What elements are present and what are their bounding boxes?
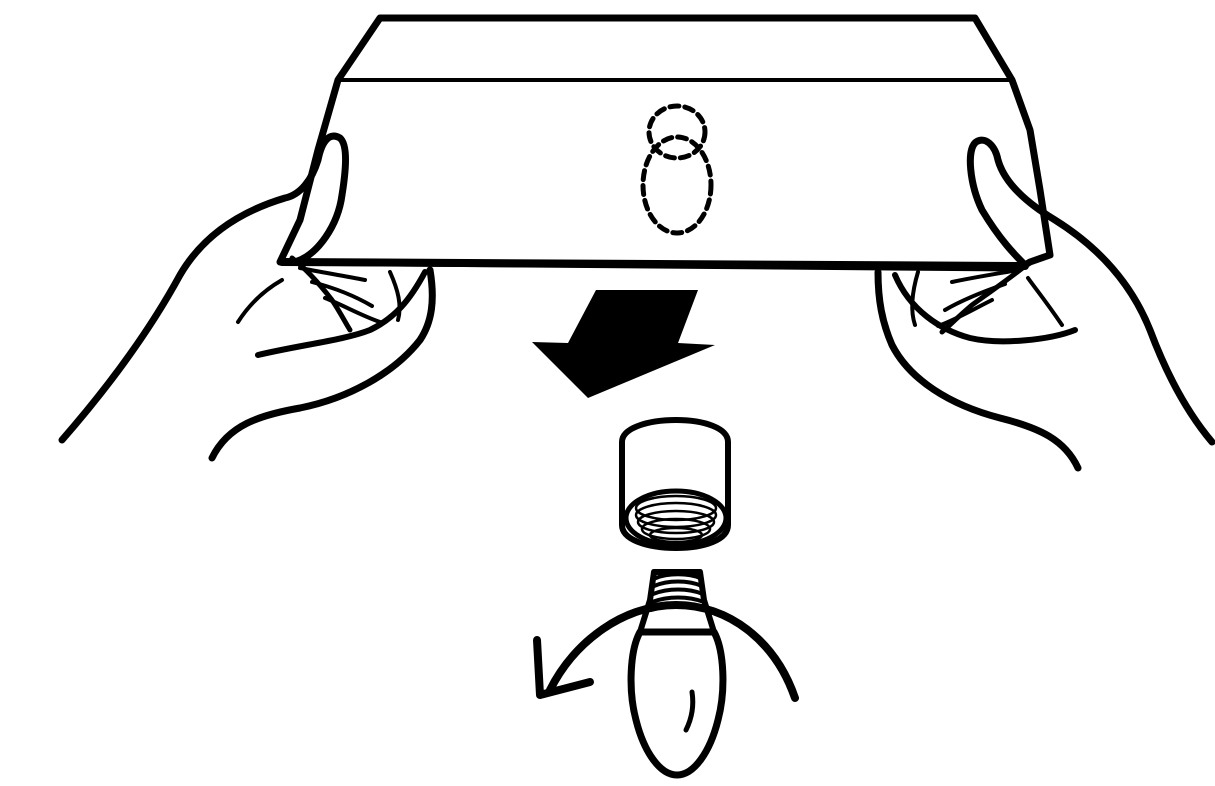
- cover-slot-dashed-icon: [643, 106, 711, 233]
- left-hand-finger-line-3: [325, 298, 380, 322]
- counterclockwise-rotation-arrow-icon: [537, 605, 795, 698]
- right-hand: [878, 140, 1212, 468]
- right-hand-finger-line-4: [912, 272, 918, 325]
- right-hand-finger-line-2: [945, 284, 1005, 310]
- lamp-cover-bottom-edge: [282, 262, 1025, 266]
- down-arrow-icon: [532, 290, 715, 398]
- lamp-cover: [280, 18, 1050, 268]
- left-hand-finger-line-2: [312, 282, 372, 306]
- right-hand-finger-line-5: [1028, 278, 1062, 325]
- right-hand-outline: [970, 140, 1212, 442]
- bulb-highlight: [686, 692, 693, 730]
- socket-thread-rings: [636, 496, 716, 542]
- right-hand-finger-line-3: [938, 300, 992, 326]
- left-hand-finger-line-5: [238, 280, 282, 322]
- left-hand: [62, 136, 432, 458]
- left-hand-outline: [62, 136, 346, 440]
- bulb-glass: [631, 632, 723, 775]
- lamp-socket: [622, 420, 728, 548]
